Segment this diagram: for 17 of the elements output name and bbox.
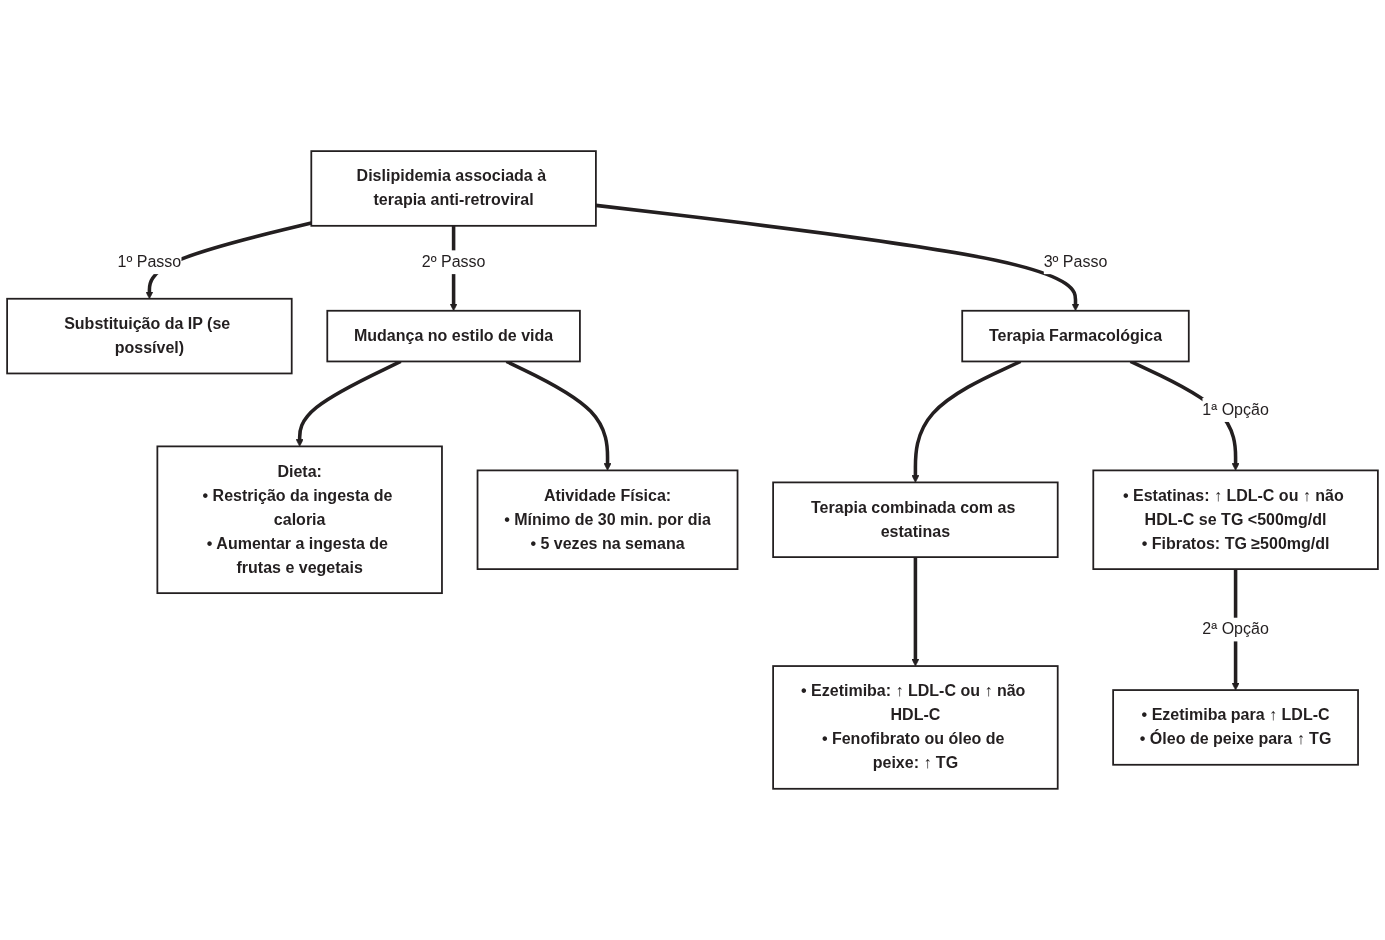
node-box: Atividade Física: • Mínimo de 30 min. por dia • 5 vezes na semana bbox=[476, 469, 739, 571]
edge-label: 2ª Opção bbox=[1202, 620, 1269, 639]
arrow bbox=[595, 203, 1080, 312]
node-box: Terapia combinada com as estatinas bbox=[772, 481, 1059, 559]
node-box: • Estatinas: ↑ LDL-C ou ↑ não HDL-C se TG <500mg/dl • Fibratos: TG ≥500mg/dl bbox=[1092, 469, 1379, 571]
node-box: Substituição da IP (se possível) bbox=[6, 297, 293, 375]
edge-label: 3º Passo bbox=[1043, 252, 1108, 271]
edge-label: 1º Passo bbox=[117, 252, 182, 271]
node-box: Terapia Farmacológica bbox=[961, 309, 1190, 363]
node-box: • Ezetimiba para ↑ LDL-C • Óleo de peixe para ↑ TG bbox=[1112, 689, 1359, 766]
node-box: Dislipidemia associada à terapia anti-retroviral bbox=[310, 150, 597, 227]
edge-label: 2º Passo bbox=[421, 252, 486, 271]
edge-label: 1ª Opção bbox=[1202, 400, 1269, 419]
arrow bbox=[911, 557, 920, 667]
node-box: Dieta: • Restrição da ingesta de caloria • Aumentar a ingesta de frutas e vegetais bbox=[156, 445, 443, 595]
node-box: Mudança no estilo de vida bbox=[326, 309, 581, 363]
node-box: • Ezetimiba: ↑ LDL-C ou ↑ não HDL-C • Fenofibrato ou óleo de peixe: ↑ TG bbox=[772, 665, 1059, 790]
